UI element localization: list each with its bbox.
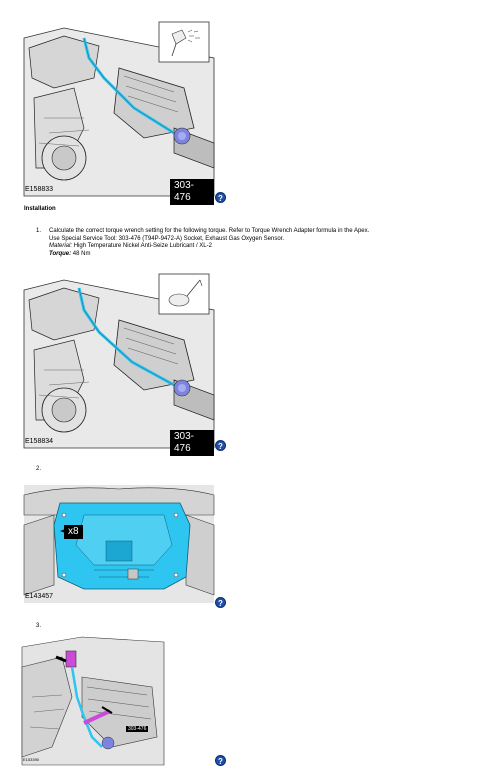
engine-figure-1: 303-476 E158833 bbox=[23, 18, 215, 205]
figure-code: E153390 bbox=[23, 757, 40, 762]
special-tool-value: 303-476 (T94P-9472-A) Socket, Exhaust Ga… bbox=[118, 235, 285, 242]
quantity-callout: x8 bbox=[64, 525, 83, 539]
engine-illustration bbox=[23, 270, 215, 449]
tool-number-tag: 303-476 bbox=[170, 430, 214, 456]
torque-line: Torque: 48 Nm bbox=[49, 251, 469, 259]
material-label: Material: bbox=[49, 243, 73, 249]
help-icon[interactable]: ? bbox=[215, 192, 226, 203]
tool-number-tag: 303-476 bbox=[170, 179, 214, 205]
figure-code: E143457 bbox=[25, 593, 54, 600]
torque-label: Torque: bbox=[49, 250, 72, 257]
figure-code: E158833 bbox=[25, 186, 54, 193]
torque-value: 48 Nm bbox=[72, 250, 91, 257]
help-icon[interactable]: ? bbox=[215, 755, 226, 766]
tool-number-tag: 303-476 bbox=[126, 726, 149, 732]
sensor-illustration bbox=[21, 636, 165, 766]
material-value: High Temperature Nickel Anti-Seize Lubri… bbox=[73, 243, 212, 249]
underbody-figure: x8 E143457 bbox=[23, 485, 215, 603]
step-number: 3. bbox=[36, 623, 42, 629]
special-tool-label: Use Special Service Tool: bbox=[49, 235, 117, 242]
engine-illustration bbox=[23, 18, 215, 197]
special-tool-line: Use Special Service Tool: 303-476 (T94P-… bbox=[49, 236, 469, 244]
step-1-instructions: Calculate the correct torque wrench sett… bbox=[49, 228, 469, 258]
step-number: 2. bbox=[36, 466, 42, 472]
material-line: Material: High Temperature Nickel Anti-S… bbox=[49, 243, 469, 251]
oxygen-sensor-figure: 303-476 E153390 bbox=[21, 636, 165, 766]
step-1-text: Calculate the correct torque wrench sett… bbox=[49, 228, 370, 234]
engine-figure-2: 303-476 E158834 bbox=[23, 270, 215, 456]
figure-code: E158834 bbox=[25, 438, 54, 445]
help-icon[interactable]: ? bbox=[215, 440, 226, 451]
step-number: 1. bbox=[36, 228, 42, 234]
undershield-illustration bbox=[23, 485, 215, 603]
section-heading: Installation bbox=[24, 206, 56, 212]
help-icon[interactable]: ? bbox=[215, 597, 226, 608]
